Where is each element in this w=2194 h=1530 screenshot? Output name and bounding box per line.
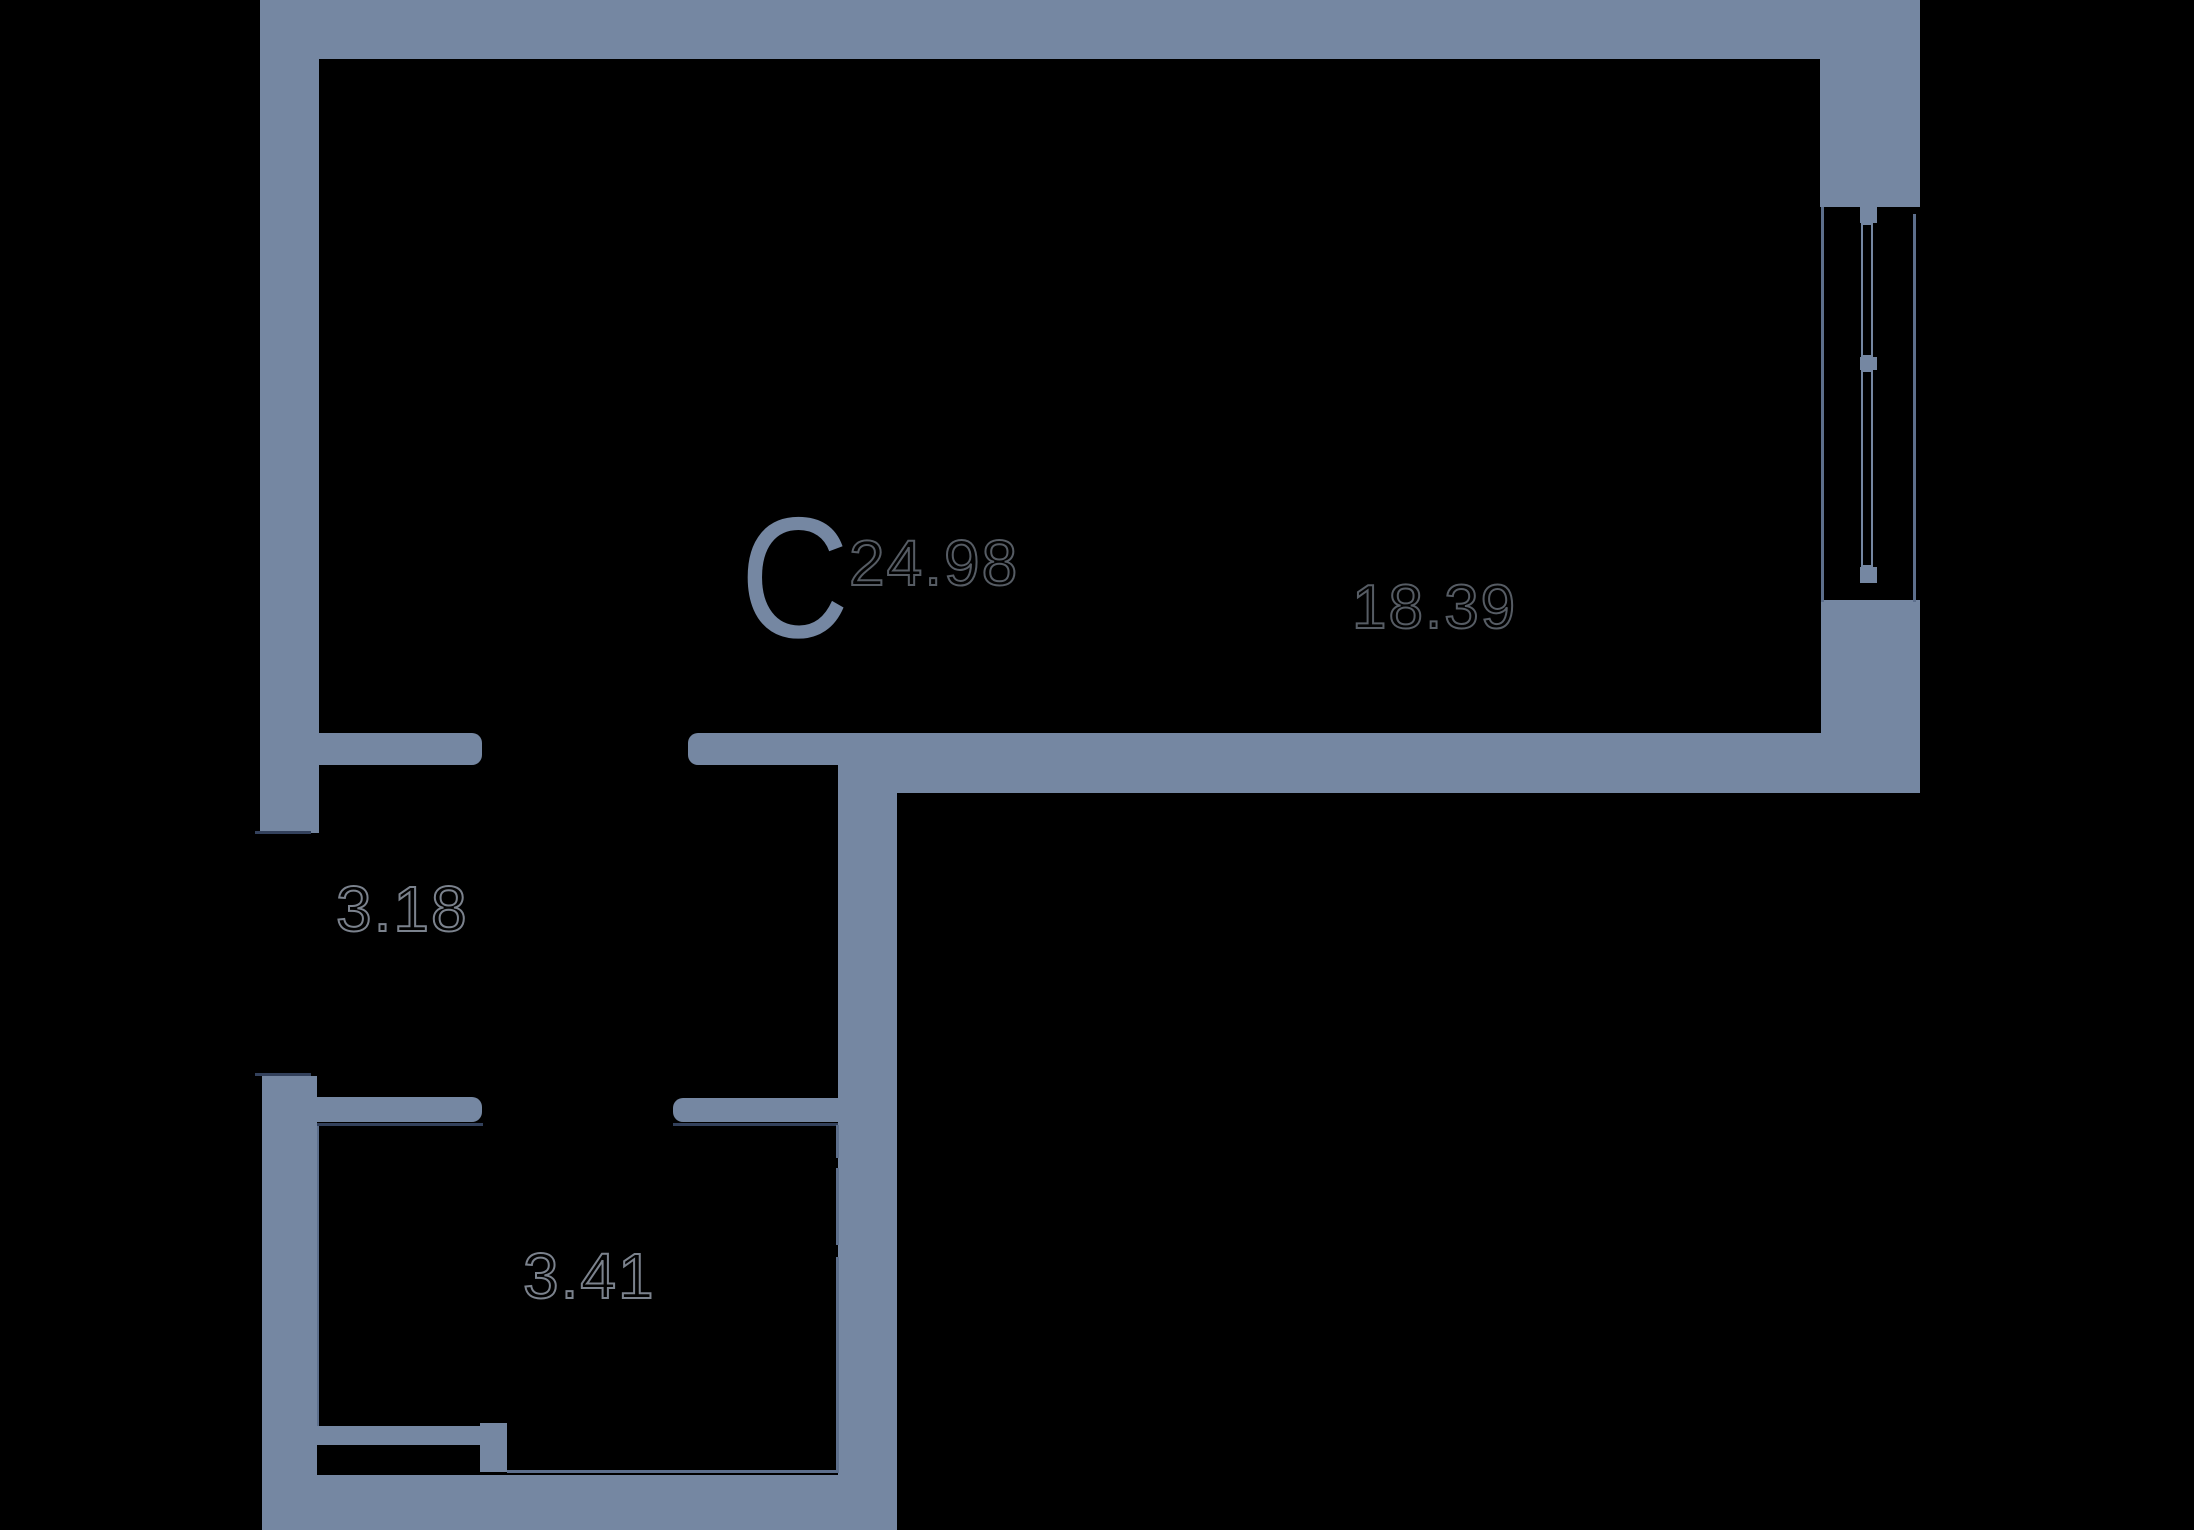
wall-left-lower — [262, 1076, 317, 1530]
closet-right-line-upper — [836, 1125, 839, 1158]
area-label-closet: 3.41 — [522, 1240, 656, 1312]
hall-door-jamb-bottom — [255, 1073, 311, 1076]
area-label-main-room: 24.98 — [848, 527, 1020, 599]
wall-interior-vertical — [838, 733, 897, 1530]
wall-mainroom-bottom-right — [838, 733, 1920, 793]
closet-top-line-right — [673, 1123, 838, 1126]
wall-top-right-block — [1820, 0, 1920, 207]
window-sash-lower — [1861, 370, 1873, 567]
closet-top-wall-left — [317, 1097, 482, 1122]
wall-left-upper — [260, 0, 319, 833]
closet-right-line-middle — [836, 1168, 839, 1245]
wall-mainroom-bottom-stub-right — [688, 733, 838, 765]
wall-top — [260, 0, 1920, 59]
window-outer-line — [1913, 214, 1916, 602]
north-label: C — [740, 482, 850, 674]
window-inner-line — [1821, 207, 1824, 602]
closet-right-line-lower — [836, 1257, 839, 1473]
window-sash-upper — [1861, 223, 1873, 357]
closet-top-line-left — [317, 1123, 483, 1126]
closet-bottom-wall — [312, 1426, 485, 1445]
bottom-inner-line — [507, 1470, 838, 1473]
wall-bottom — [262, 1475, 897, 1530]
closet-top-wall-right — [673, 1098, 840, 1122]
window-frame-bottom-cap — [1860, 567, 1877, 583]
hall-door-jamb-top — [255, 831, 311, 834]
closet-bottom-connector — [480, 1423, 507, 1472]
window-frame-top-cap — [1860, 207, 1877, 223]
area-label-main-room-right: 18.39 — [1351, 573, 1518, 642]
window-frame-mid-cap — [1860, 357, 1877, 370]
area-label-hallway: 3.18 — [335, 873, 469, 945]
window-frame — [1860, 207, 1877, 583]
wall-mainroom-bottom-stub-left — [319, 733, 482, 765]
closet-left-line — [317, 1126, 319, 1426]
